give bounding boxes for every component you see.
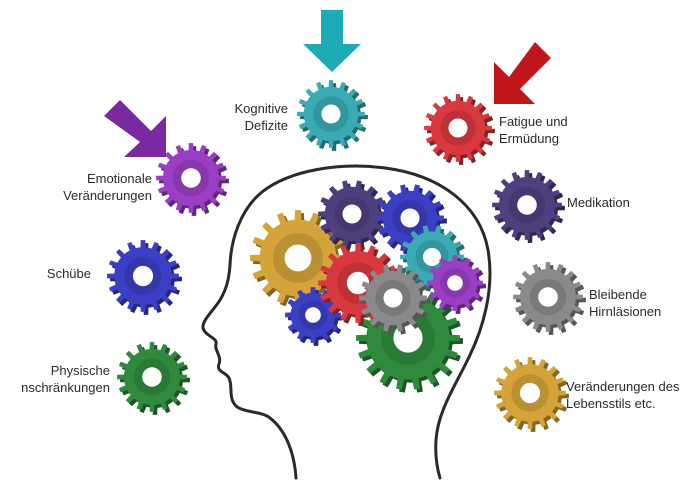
label-kognitive-defizite: Kognitive Defizite <box>234 101 288 133</box>
gear-hole <box>284 244 312 272</box>
gear-hole <box>383 288 403 308</box>
gear-hole <box>142 367 162 387</box>
gear-hole <box>447 275 463 291</box>
gear-icon <box>424 94 495 165</box>
gear-hole <box>517 195 537 215</box>
arrow-down-icon <box>494 42 551 104</box>
gear-hole <box>519 382 541 404</box>
gear-icon <box>318 180 389 251</box>
gear-icon <box>494 357 569 432</box>
gear-hole <box>423 248 441 266</box>
gear-icon <box>156 143 229 216</box>
label-bleibende-hirnlaesionen: Bleibende Hirnläsionen <box>589 287 662 319</box>
gear-icon <box>427 255 486 314</box>
arrow-down-icon <box>104 100 166 157</box>
gear-hole <box>342 204 362 224</box>
gear-hole <box>346 271 370 295</box>
label-schuebe: Schübe <box>46 266 91 281</box>
gear-icon <box>513 262 586 335</box>
gear-icon <box>297 80 368 151</box>
gear-hole <box>400 208 420 228</box>
gear-icon <box>117 342 190 415</box>
gear-hole <box>132 265 154 287</box>
gear-hole <box>305 307 321 323</box>
label-emotionale-veraenderungen: Emotionale Veränderungen <box>63 171 152 203</box>
label-physische-einschraenkungen: Physische nschränkungen <box>21 363 110 395</box>
gear-hole <box>321 104 341 124</box>
head-silhouette <box>201 164 492 480</box>
arrow-down-icon <box>303 10 361 72</box>
label-medikation: Medikation <box>567 195 630 210</box>
label-veraenderungen-lebensstil: Veränderungen des Lebensstils etc. <box>566 379 680 411</box>
label-fatigue-ermuedung: Fatigue und Ermüdung <box>499 114 568 146</box>
gear-icon <box>107 240 182 315</box>
gear-hole <box>448 118 468 138</box>
gear-hole <box>181 168 201 188</box>
gear-hole <box>538 287 558 307</box>
gear-icon <box>492 170 565 243</box>
gear-icon <box>359 264 430 335</box>
